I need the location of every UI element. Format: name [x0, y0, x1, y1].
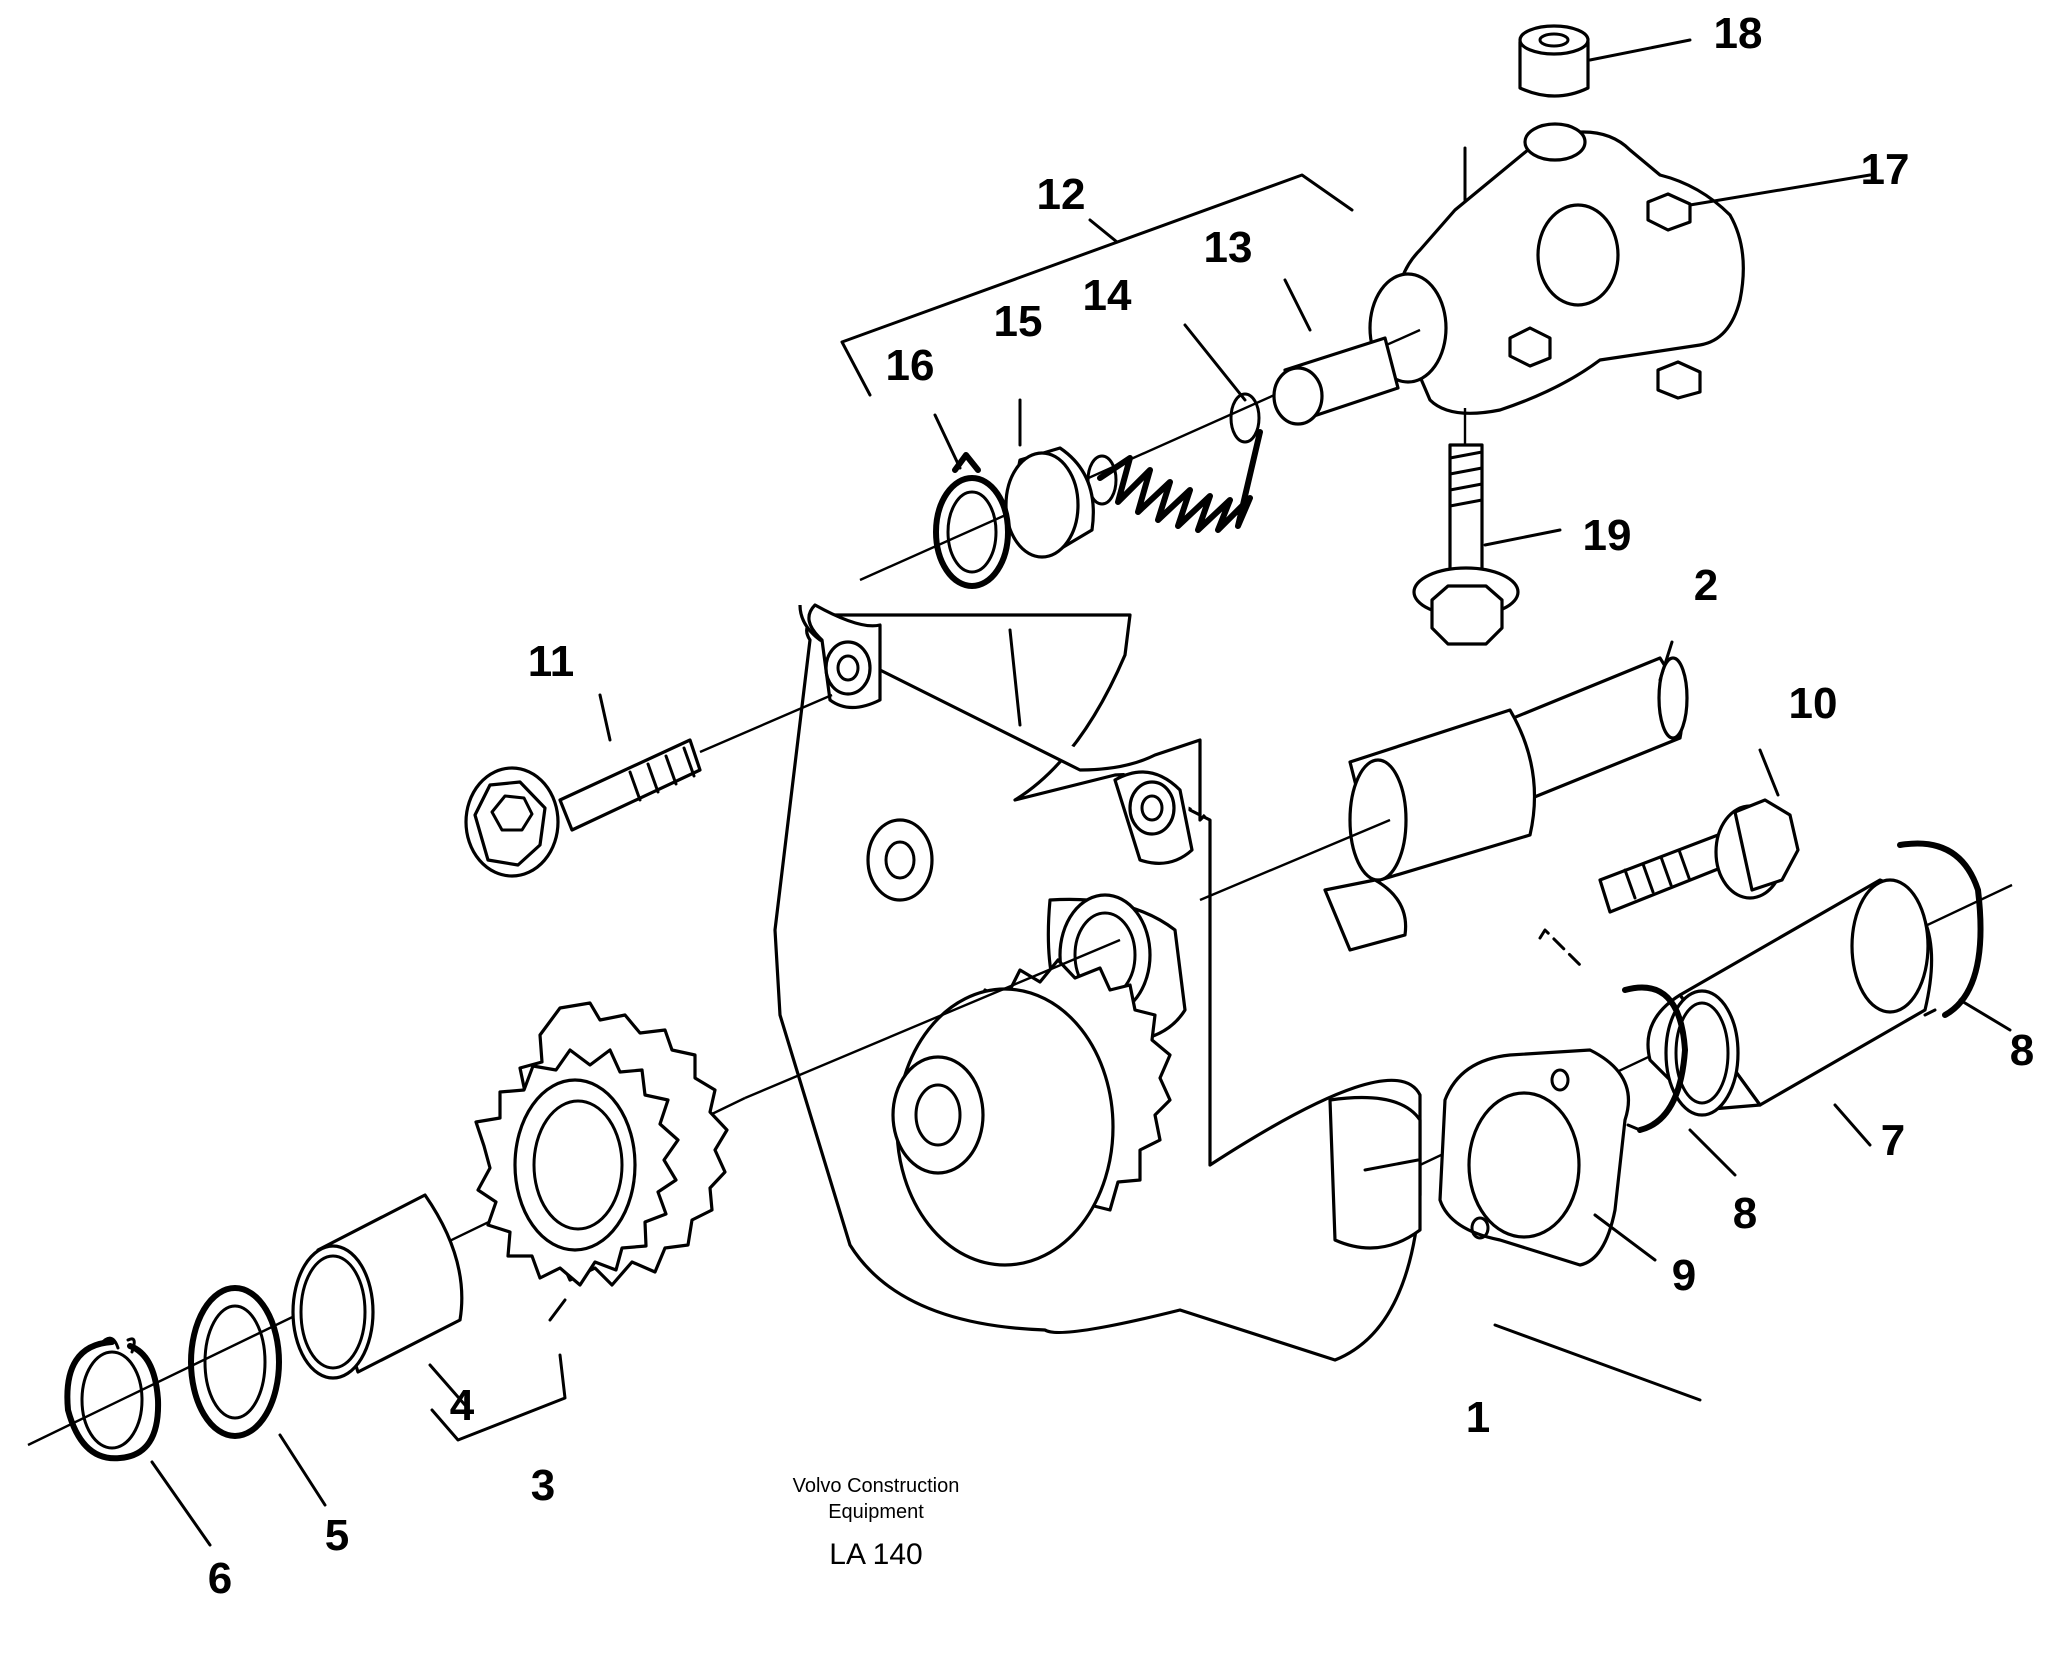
part-number-13: 13 [1204, 223, 1253, 272]
part-number-17: 17 [1861, 145, 1910, 194]
part-number-10: 10 [1789, 679, 1838, 728]
spring-part-14 [1086, 392, 1263, 533]
driven-gear [891, 958, 1172, 1267]
shaft-part-7 [1646, 878, 1934, 1117]
bolt-part-11 [464, 738, 702, 878]
part-number-11: 11 [528, 637, 575, 686]
part-number-3: 3 [531, 1461, 555, 1510]
part-number-15: 15 [994, 297, 1043, 346]
circlip-part-6 [64, 1336, 162, 1462]
part-number-5: 5 [325, 1511, 349, 1560]
part-number-6: 6 [208, 1554, 232, 1603]
circlip-part-16 [933, 452, 1011, 589]
snap-ring-part-8-outer [1897, 840, 1984, 1018]
flange-part-9 [1438, 1048, 1630, 1267]
publisher-line-1: Volvo Construction [793, 1475, 960, 1497]
group-bracket-12 [840, 173, 1354, 397]
bolt-part-19 [1412, 408, 1520, 646]
piston-part-13 [1272, 336, 1400, 426]
valve-housing-part-17 [1368, 122, 1745, 415]
group-bracket-3 [430, 1353, 567, 1442]
part-number-4: 4 [450, 1381, 475, 1430]
spring-seat-part-15 [1004, 446, 1095, 559]
snap-ring-part-8-inner [1622, 984, 1688, 1133]
shaft-part-2 [1348, 656, 1689, 882]
bolt-part-10 [1598, 798, 1800, 914]
part-number-16: 16 [886, 341, 935, 390]
part-number-7: 7 [1881, 1116, 1905, 1165]
publisher-line-2: Equipment [828, 1501, 924, 1523]
gear-part-3 [474, 1001, 729, 1287]
part-number-19: 19 [1583, 511, 1632, 560]
part-number-8a: 8 [2010, 1026, 2034, 1075]
part-number-12: 12 [1037, 170, 1086, 219]
part-number-8b: 8 [1733, 1189, 1757, 1238]
plug-part-18 [1518, 24, 1590, 98]
part-number-18: 18 [1714, 9, 1763, 58]
dashed-guide [1538, 928, 1582, 967]
bushing-part-4 [291, 1193, 464, 1380]
part-number-2: 2 [1694, 561, 1718, 610]
drawing-code: LA 140 [829, 1538, 922, 1571]
part-number-14: 14 [1083, 271, 1132, 320]
leader-lines [150, 38, 2012, 1547]
part-number-9: 9 [1672, 1251, 1696, 1300]
washer-part-5 [188, 1285, 282, 1439]
part-number-1: 1 [1466, 1393, 1490, 1442]
